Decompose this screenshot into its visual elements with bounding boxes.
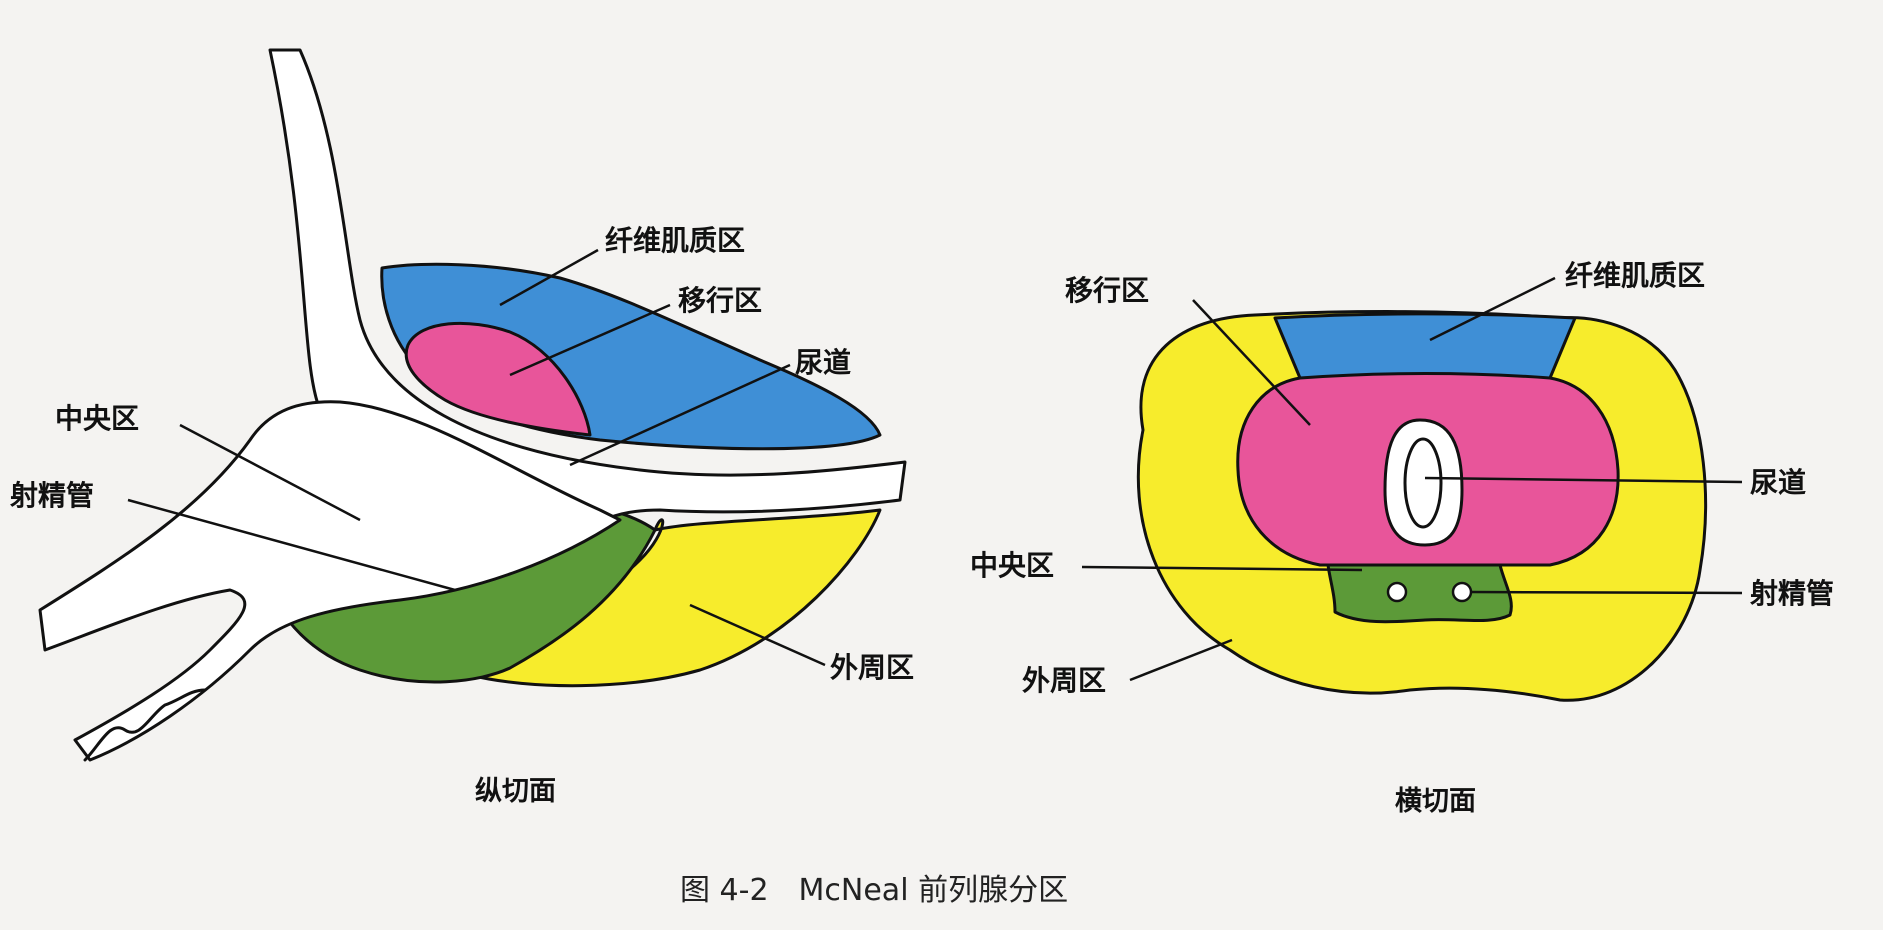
leader-trans-fibromuscular	[1429, 276, 1556, 342]
label-trans-ejaculatory: 射精管	[1749, 577, 1834, 610]
transverse-section: 移行区 纤维肌质区 尿道 中央区 射精管 外周区 横切面	[970, 259, 1834, 817]
figure-caption: 图 4-2 McNeal 前列腺分区	[680, 873, 1068, 908]
trans-urethra-lumen	[1403, 437, 1443, 529]
label-trans-fibromuscular: 纤维肌质区	[1565, 259, 1705, 292]
leader-long-central	[179, 423, 361, 522]
leader-trans-transition	[1192, 299, 1311, 426]
label-long-fibromuscular: 纤维肌质区	[605, 224, 745, 257]
leader-long-peripheral	[689, 603, 826, 667]
label-long-peripheral: 外周区	[830, 651, 914, 684]
leader-long-fibromuscular	[499, 248, 599, 307]
longitudinal-section: 纤维肌质区 移行区 尿道 中央区 射精管 外周区 纵切面	[9, 48, 914, 807]
label-trans-transition: 移行区	[1065, 274, 1149, 307]
label-long-ejaculatory: 射精管	[9, 479, 94, 512]
trans-ejaculatory-duct-right	[1451, 581, 1473, 603]
title-transverse: 横切面	[1395, 786, 1476, 817]
leader-long-transition	[509, 303, 671, 377]
leader-long-ejaculatory	[127, 498, 456, 592]
label-long-central: 中央区	[55, 402, 139, 435]
title-longitudinal: 纵切面	[475, 776, 556, 807]
label-long-transition: 移行区	[678, 284, 762, 317]
leader-trans-urethra	[1424, 476, 1743, 484]
leader-trans-peripheral	[1129, 638, 1233, 682]
trans-ejaculatory-duct-left	[1386, 581, 1408, 603]
label-trans-urethra: 尿道	[1750, 466, 1806, 499]
leader-trans-central	[1081, 565, 1363, 572]
leader-trans-ejaculatory	[1469, 590, 1743, 595]
trans-fibromuscular-zone	[1273, 312, 1577, 381]
long-ejaculatory-duct	[38, 400, 622, 762]
label-long-urethra: 尿道	[795, 346, 851, 379]
label-trans-central: 中央区	[970, 549, 1054, 582]
label-trans-peripheral: 外周区	[1022, 664, 1106, 697]
long-lower-outline	[83, 688, 207, 762]
long-transition-zone	[404, 321, 592, 437]
leader-long-urethra	[569, 363, 791, 467]
trans-central-zone	[1326, 563, 1513, 624]
